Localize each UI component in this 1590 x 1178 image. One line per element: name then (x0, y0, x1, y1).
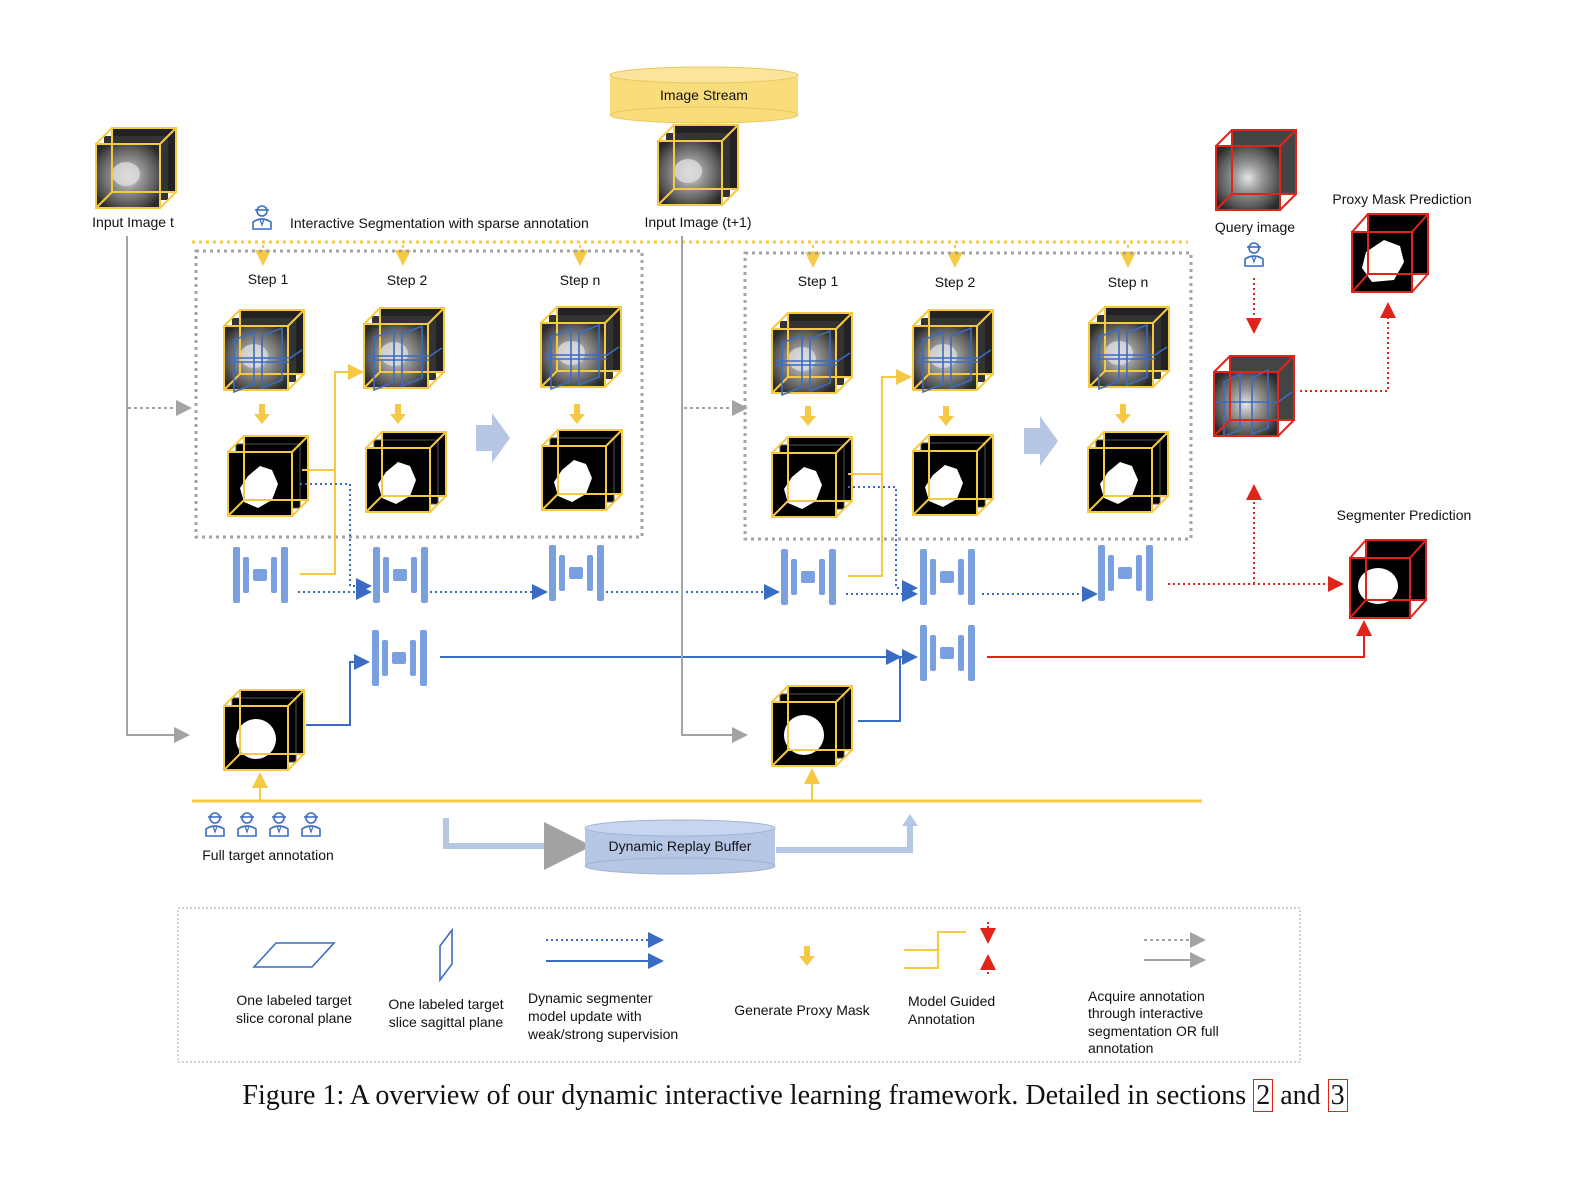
figure-caption: Figure 1: A overview of our dynamic inte… (0, 1079, 1590, 1112)
legend-acquire-1: Acquire annotation (1088, 988, 1205, 1004)
input-image-t-cube (95, 127, 177, 209)
image-stream-label: Image Stream (660, 87, 748, 103)
section-ref-3[interactable]: 3 (1327, 1079, 1348, 1112)
doctor-icon (252, 205, 272, 230)
step1-label-t1: Step 1 (798, 273, 839, 289)
legend-guided-2: Annotation (908, 1011, 975, 1027)
legend-dynamic-1: Dynamic segmenter (528, 990, 653, 1006)
replay-buffer-label: Dynamic Replay Buffer (609, 838, 752, 854)
image-stream-cylinder: Image Stream (609, 66, 799, 124)
step2-label-t1: Step 2 (935, 274, 976, 290)
stage-t-frame (194, 249, 644, 539)
framework-diagram: Image Stream Input Image t Input Image (… (92, 66, 1472, 1063)
legend-guided-1: Model Guided (908, 993, 995, 1009)
legend-acquire-3: segmentation OR full (1088, 1023, 1219, 1039)
stepn-label: Step n (560, 272, 600, 288)
input-image-t1-cube (657, 124, 739, 206)
caption-and: and (1280, 1080, 1321, 1111)
legend-sagittal-2: slice sagittal plane (389, 1014, 504, 1030)
legend-proxy: Generate Proxy Mask (734, 1002, 870, 1018)
legend-acquire-4: annotation (1088, 1040, 1153, 1056)
interactive-seg-label: Interactive Segmentation with sparse ann… (290, 215, 589, 231)
legend-box (177, 907, 1301, 1063)
legend-dynamic-3: weak/strong supervision (527, 1026, 678, 1042)
proxy-mask-cube (1351, 213, 1429, 293)
section-ref-2[interactable]: 2 (1253, 1079, 1274, 1112)
coronal-plane-icon (252, 942, 336, 968)
step2-label: Step 2 (387, 272, 428, 288)
step1-label: Step 1 (248, 271, 289, 287)
legend-coronal-2: slice coronal plane (236, 1010, 352, 1026)
replay-buffer-cylinder: Dynamic Replay Buffer (584, 819, 776, 875)
annotated-query-cube (1213, 355, 1295, 438)
sagittal-plane-icon (439, 927, 453, 983)
legend-dynamic-2: model update with (528, 1008, 642, 1024)
query-image-label: Query image (1215, 219, 1295, 235)
stepn-label-t1: Step n (1108, 274, 1148, 290)
guided-annotation-icon (904, 931, 966, 969)
full-target-annotation-label: Full target annotation (202, 847, 334, 863)
query-image-cube (1215, 129, 1297, 211)
proxy-mask-prediction-label: Proxy Mask Prediction (1332, 191, 1471, 207)
segmenter-prediction-cube (1349, 539, 1427, 619)
segmenter-prediction-label: Segmenter Prediction (1337, 507, 1472, 523)
caption-text: Figure 1: A overview of our dynamic inte… (242, 1080, 1247, 1111)
legend-acquire-2: through interactive (1088, 1005, 1203, 1021)
legend-coronal-1: One labeled target (236, 992, 351, 1008)
input-image-t-label: Input Image t (92, 214, 174, 230)
proxy-arrow-icon (799, 946, 815, 966)
input-image-t1-label: Input Image (t+1) (644, 214, 751, 230)
legend-sagittal-1: One labeled target (388, 996, 503, 1012)
stage-t1-frame (743, 251, 1193, 541)
